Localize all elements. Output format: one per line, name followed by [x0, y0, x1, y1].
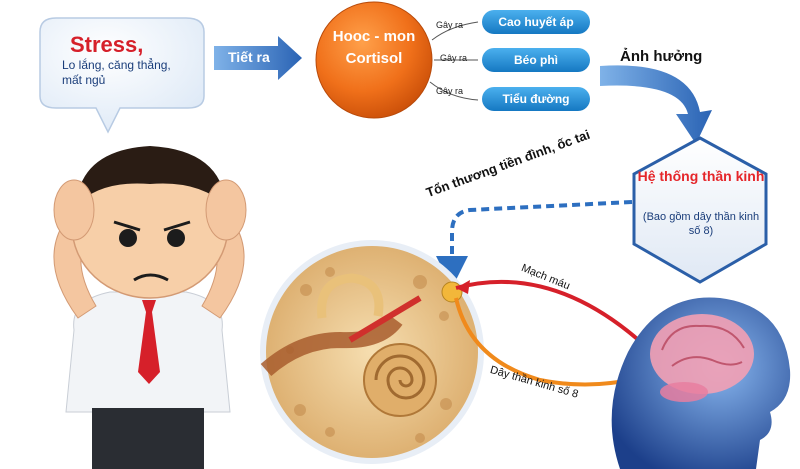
secrete-label: Tiết ra [228, 49, 270, 65]
cortisol-circle [315, 1, 433, 119]
effect-obesity: Béo phì [514, 53, 558, 67]
cortisol-label: Hooc - mon Cortisol [312, 26, 436, 70]
causes-label-3: Gây ra [436, 86, 464, 96]
effect-diabetes: Tiểu đường [502, 92, 570, 106]
speech-bubble [39, 17, 205, 134]
nervous-system-hexagon [632, 136, 768, 284]
effect-high-blood-pressure: Cao huyết áp [498, 15, 574, 29]
stress-title: Stress, [70, 32, 144, 57]
cortisol-line-1: Hooc - mon [332, 28, 416, 45]
blood-vessel-path [455, 280, 662, 362]
nervous-system-subtitle: (Bao gồm dây thần kinh số 8) [642, 211, 760, 237]
damage-dashed-path [436, 200, 633, 288]
brain-head-illustration [611, 297, 791, 469]
causes-label-1: Gây ra [436, 20, 464, 30]
affect-arrow [600, 65, 712, 144]
causes-label-2: Gây ra [440, 53, 468, 63]
effect-connectors [429, 21, 479, 101]
nervous-system-title: Hệ thống thần kinh [637, 168, 765, 184]
affect-label: Ảnh hưởng [620, 48, 703, 65]
stressed-man-illustration [53, 146, 247, 469]
stress-subtitle: Lo lắng, căng thẳng, mất ngủ [62, 58, 171, 87]
inner-ear-illustration [260, 240, 484, 464]
secrete-arrow [214, 36, 302, 80]
effect-pills [482, 10, 590, 111]
cortisol-line-2: Cortisol [345, 50, 403, 67]
